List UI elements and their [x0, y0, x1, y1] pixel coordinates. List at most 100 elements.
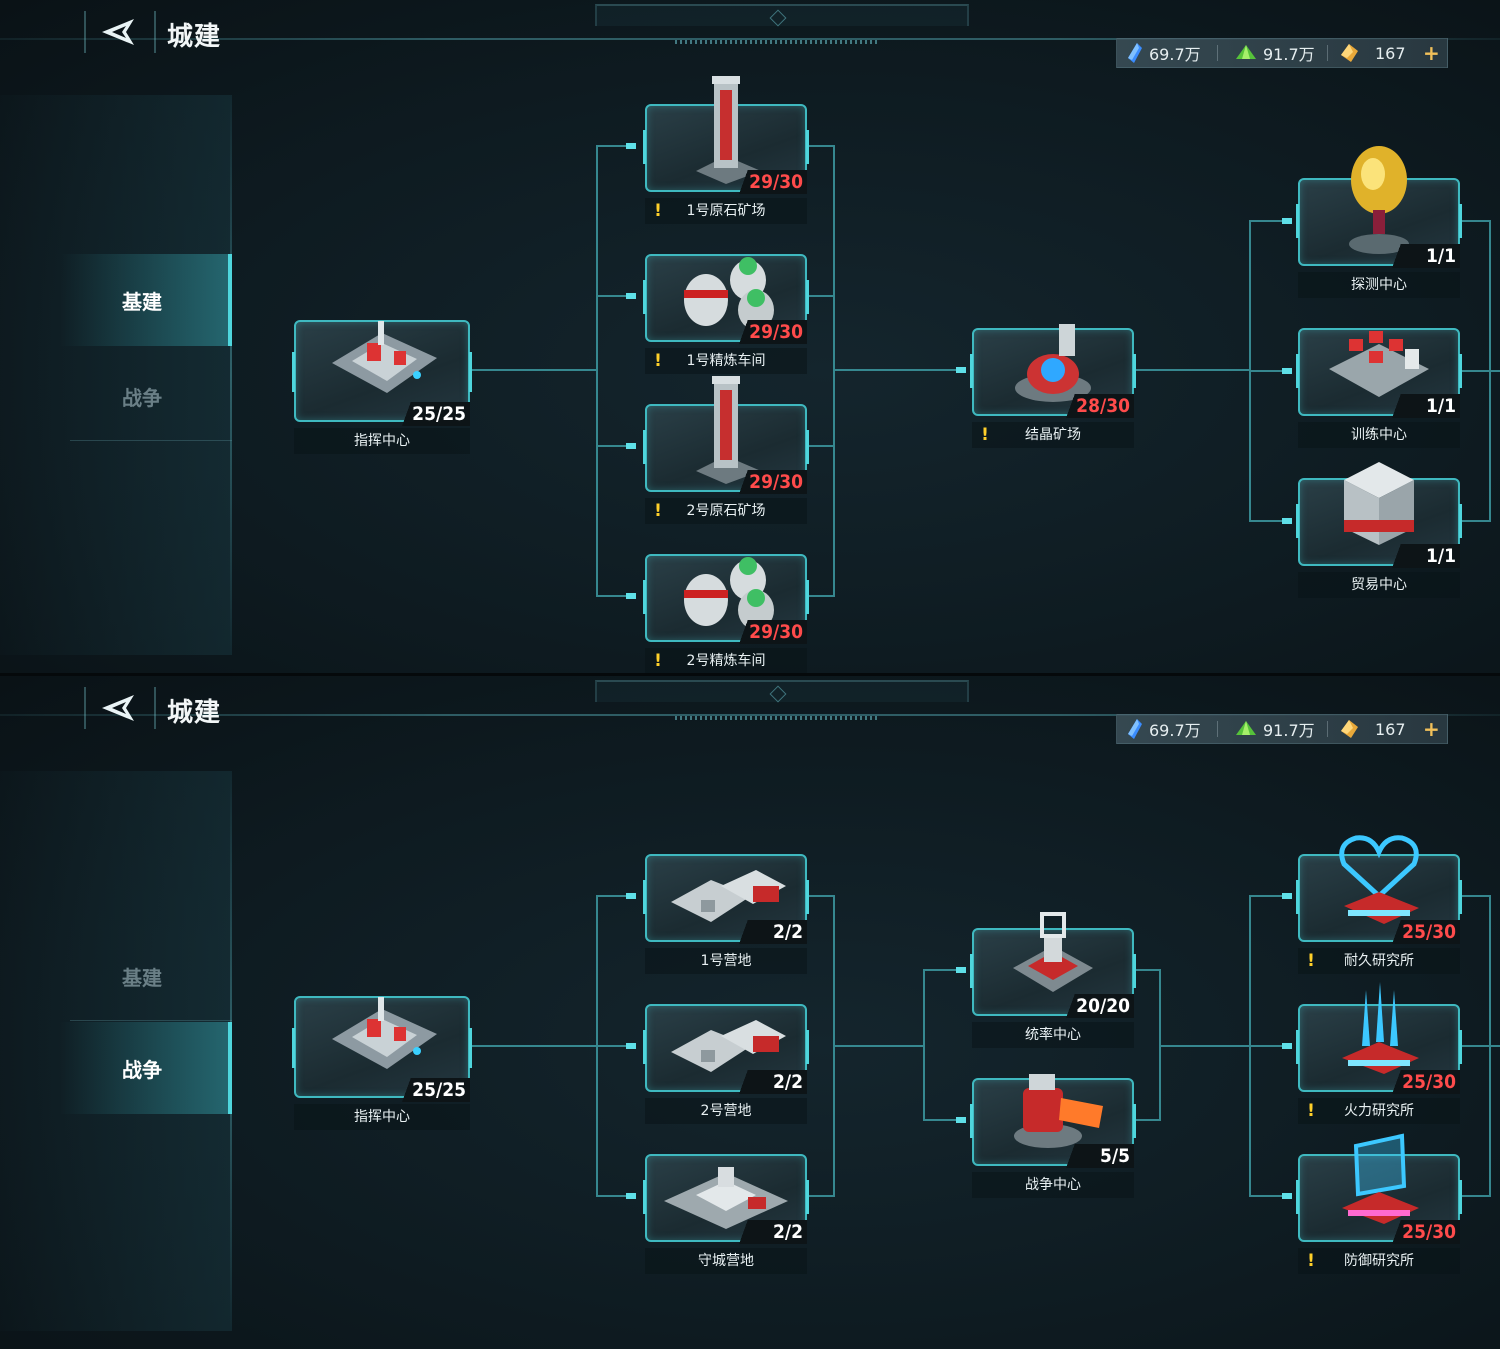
- building-name: 统率中心: [972, 1022, 1134, 1048]
- firepower-shells-icon: [1342, 982, 1419, 1074]
- resource-gem: 167: [1339, 42, 1406, 64]
- refinery-tanks-icon: [684, 257, 774, 330]
- panel-war-construction: 城建 69.7万 91.7万 167 + 基建 战争: [0, 676, 1500, 1349]
- resource-bar: 69.7万 91.7万 167 +: [1116, 714, 1448, 744]
- upgrade-alert-icon: !: [1307, 1101, 1315, 1121]
- building-name: 耐久研究所: [1298, 948, 1460, 974]
- upgrade-alert-icon: !: [654, 651, 662, 671]
- resource-ore-value: 91.7万: [1263, 721, 1315, 740]
- building-name: 2号原石矿场: [645, 498, 807, 524]
- building-name: 防御研究所: [1298, 1248, 1460, 1274]
- resource-bar: 69.7万 91.7万 167 +: [1116, 38, 1448, 68]
- tab-divider: [70, 1020, 232, 1021]
- command-ship-icon: [332, 321, 437, 393]
- war-cannon-icon: [1014, 1074, 1103, 1148]
- building-level: 1/1: [1388, 244, 1460, 268]
- building-frame: [1296, 328, 1462, 416]
- defense-base-icon: [664, 1167, 788, 1229]
- building-name: 火力研究所: [1298, 1098, 1460, 1124]
- building-name: 贸易中心: [1298, 572, 1460, 598]
- building-frame: [1296, 835, 1462, 942]
- add-resource-button[interactable]: +: [1423, 41, 1440, 65]
- building-name: 1号营地: [645, 948, 807, 974]
- tab-war[interactable]: 战争: [122, 385, 162, 410]
- building-level: 29/30: [735, 170, 807, 194]
- green-ore-icon: [1236, 45, 1256, 59]
- building-frame: [292, 320, 472, 422]
- resource-separator: [1327, 721, 1328, 737]
- building-level: 1/1: [1388, 394, 1460, 418]
- top-frame-dots: [675, 716, 880, 720]
- green-ore-icon: [1236, 721, 1256, 735]
- building-name: 1号原石矿场: [645, 198, 807, 224]
- building-level: 25/25: [398, 402, 470, 426]
- camp-hangar-icon: [671, 870, 786, 922]
- upgrade-alert-icon: !: [1307, 1251, 1315, 1271]
- building-frame: [970, 912, 1136, 1016]
- detection-orb-icon: [1349, 146, 1409, 254]
- building-name: 探测中心: [1298, 272, 1460, 298]
- command-hq-icon: [1013, 912, 1093, 992]
- tab-divider: [70, 440, 232, 441]
- panel-base-construction: 城建 69.7万 91.7万 167 + 基建 战争: [0, 0, 1500, 673]
- screenshot-divider: [0, 673, 1500, 676]
- connector-lines: [468, 893, 1500, 1199]
- building-level: 20/20: [1062, 994, 1134, 1018]
- resource-crystal: 69.7万: [1127, 718, 1201, 740]
- building-level: 2/2: [735, 1070, 807, 1094]
- building-level: 5/5: [1062, 1144, 1134, 1168]
- trade-cube-icon: [1344, 462, 1414, 545]
- building-name: 守城营地: [645, 1248, 807, 1274]
- back-button[interactable]: [84, 11, 156, 53]
- resource-gem-value: 167: [1375, 43, 1406, 63]
- top-frame-cap: [595, 4, 969, 26]
- add-resource-button[interactable]: +: [1423, 717, 1440, 741]
- resource-ore: 91.7万: [1235, 718, 1315, 740]
- upgrade-alert-icon: !: [981, 425, 989, 445]
- top-frame-line: [0, 714, 1500, 716]
- tab-base[interactable]: 基建: [122, 965, 162, 990]
- building-name: 战争中心: [972, 1172, 1134, 1198]
- blue-crystal-icon: [1128, 43, 1142, 63]
- training-blocks-icon: [1329, 331, 1429, 397]
- upgrade-alert-icon: !: [654, 201, 662, 221]
- building-frame: [643, 854, 809, 942]
- resource-crystal-value: 69.7万: [1149, 721, 1201, 740]
- building-name: 指挥中心: [294, 1104, 470, 1130]
- building-name: 指挥中心: [294, 428, 470, 454]
- gold-gem-icon: [1341, 44, 1358, 62]
- resource-gem: 167: [1339, 718, 1406, 740]
- page-title: 城建: [167, 22, 222, 52]
- defense-shield-icon: [1342, 1133, 1419, 1224]
- upgrade-alert-icon: !: [654, 351, 662, 371]
- building-level: 25/30: [1388, 920, 1460, 944]
- building-name: 1号精炼车间: [645, 348, 807, 374]
- durability-heart-icon: [1339, 835, 1419, 924]
- building-level: 25/25: [398, 1078, 470, 1102]
- building-level: 2/2: [735, 1220, 807, 1244]
- building-level: 29/30: [735, 470, 807, 494]
- resource-ore: 91.7万: [1235, 42, 1315, 64]
- tab-war[interactable]: 战争: [60, 1022, 232, 1114]
- resource-separator: [1217, 45, 1218, 61]
- command-ship-icon: [332, 997, 437, 1069]
- building-name: 2号精炼车间: [645, 648, 807, 673]
- resource-separator: [1327, 45, 1328, 61]
- tab-base[interactable]: 基建: [60, 254, 232, 346]
- building-name: 结晶矿场: [972, 422, 1134, 448]
- building-level: 1/1: [1388, 544, 1460, 568]
- building-level: 28/30: [1062, 394, 1134, 418]
- page-title: 城建: [167, 698, 222, 728]
- resource-gem-value: 167: [1375, 719, 1406, 739]
- back-arrow-icon: [102, 19, 134, 45]
- building-level: 25/30: [1388, 1220, 1460, 1244]
- building-level: 29/30: [735, 320, 807, 344]
- sidebar: [0, 95, 232, 655]
- camp-hangar-icon: [671, 1020, 786, 1072]
- building-level: 25/30: [1388, 1070, 1460, 1094]
- building-level: 2/2: [735, 920, 807, 944]
- sidebar-edge: [230, 95, 232, 655]
- back-button[interactable]: [84, 687, 156, 729]
- resource-crystal: 69.7万: [1127, 42, 1201, 64]
- resource-crystal-value: 69.7万: [1149, 45, 1201, 64]
